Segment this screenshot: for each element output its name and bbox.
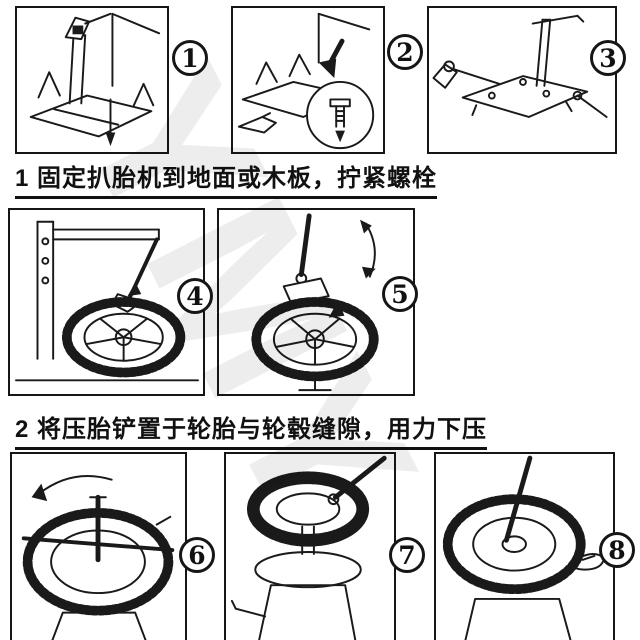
panel-step3-7: [224, 452, 396, 640]
anchor-machine-illustration: [29, 12, 161, 147]
panel-number-badge: 3: [590, 40, 626, 76]
panel-step2-4: [8, 208, 205, 396]
panel-step1-1: [15, 6, 169, 154]
shovel-press-illustration: [251, 213, 379, 392]
panel-number-badge: 7: [389, 537, 425, 573]
tighten-bolts-illustration: [432, 14, 608, 118]
step2-caption: 2 将压胎铲置于轮胎与轮毂缝隙，用力下压: [15, 409, 488, 450]
panel-number-badge: 4: [177, 278, 213, 314]
panel-step3-8: [434, 452, 615, 640]
panel-number-badge: 8: [599, 532, 635, 568]
mount-head-illustration: [230, 455, 387, 640]
panel-step1-3: [427, 6, 617, 154]
panel-number-badge: 6: [179, 537, 215, 573]
pry-lever-illustration: [442, 455, 606, 640]
panel-step1-2: [231, 6, 385, 154]
step1-caption: 1 固定扒胎机到地面或木板，拧紧螺栓: [15, 158, 438, 199]
panel-number-badge: 1: [172, 40, 208, 76]
panel-step3-6: [10, 452, 187, 640]
bead-breaker-machine-illustration: [14, 220, 199, 382]
panel-number-badge: 2: [387, 34, 423, 70]
rotate-tire-illustration: [21, 475, 175, 640]
panel-number-badge: 5: [382, 276, 418, 312]
bolt-detail-illustration: [237, 12, 375, 150]
panel-step2-5: [217, 208, 415, 396]
